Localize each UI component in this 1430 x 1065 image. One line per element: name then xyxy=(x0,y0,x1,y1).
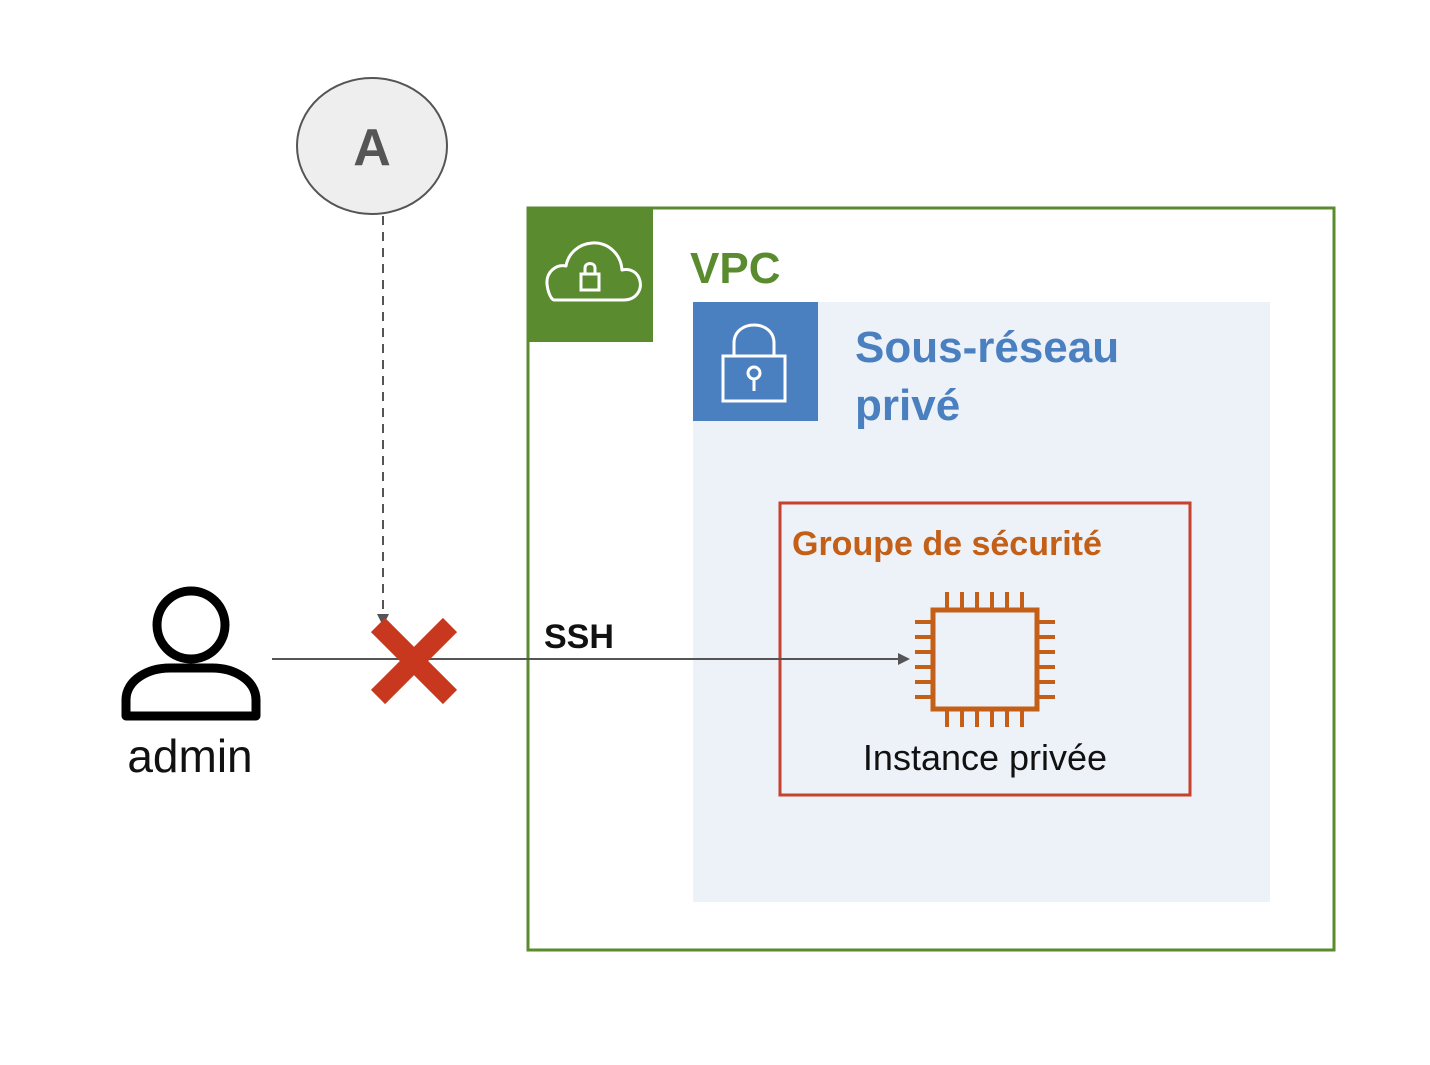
security-group: Groupe de sécurité xyxy=(778,501,1192,797)
instance-label: Instance privée xyxy=(863,737,1107,778)
subnet-label-line1: Sous-réseau xyxy=(855,323,1119,372)
ssh-label: SSH xyxy=(544,618,614,656)
security-group-label: Groupe de sécurité xyxy=(792,525,1102,563)
cloud-lock-icon xyxy=(545,241,642,302)
chip-icon xyxy=(915,592,1055,727)
private-subnet: Sous-réseau privé xyxy=(693,302,1270,902)
marker-a-letter: A xyxy=(353,119,391,177)
padlock-icon xyxy=(721,323,787,403)
marker-a-circle xyxy=(296,77,448,215)
admin-label: admin xyxy=(127,730,252,782)
marker-a: A xyxy=(296,77,448,215)
blocked-x-icon xyxy=(370,617,458,705)
security-group-border xyxy=(778,501,1192,797)
subnet-label-line2: privé xyxy=(855,381,960,430)
vpc-label: VPC xyxy=(690,244,780,293)
user-icon xyxy=(121,586,261,721)
subnet-icon-tile xyxy=(693,302,818,421)
